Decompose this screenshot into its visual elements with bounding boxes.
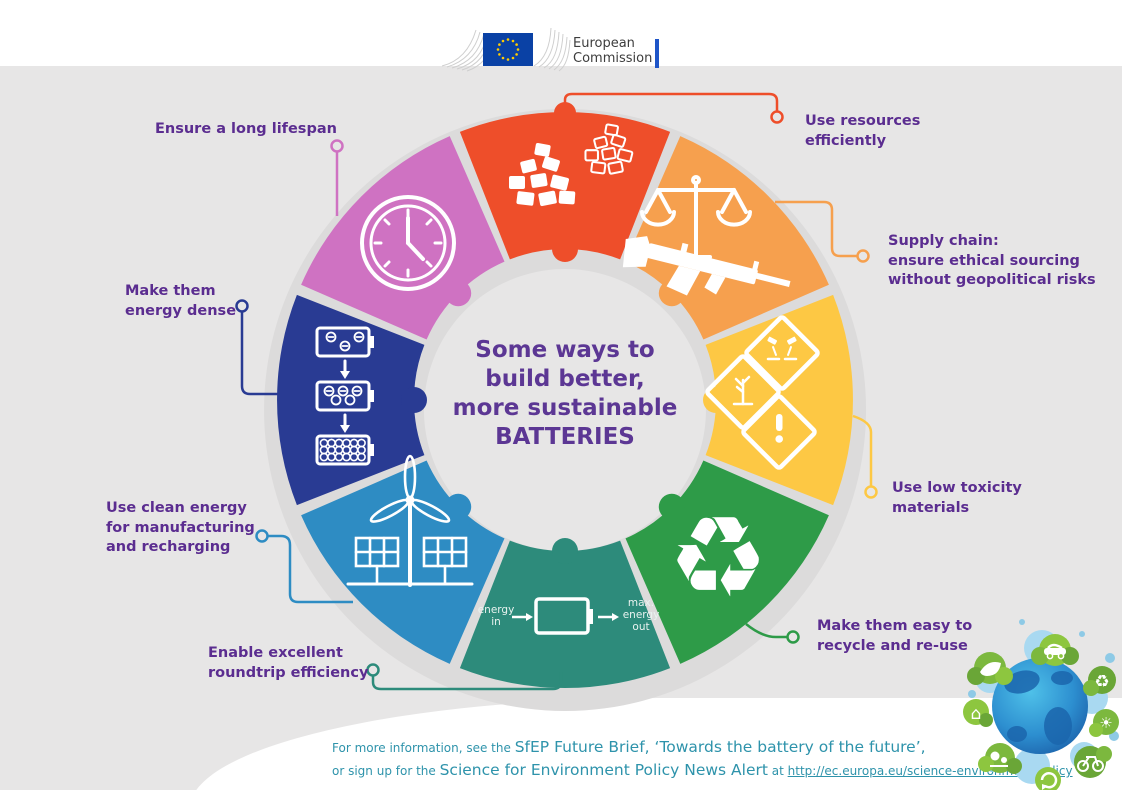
solar-panels xyxy=(354,536,468,585)
title-line: more sustainable xyxy=(452,395,678,421)
label-energy-dense: Make them energy dense xyxy=(125,283,237,319)
svg-text:in: in xyxy=(491,616,501,628)
european-commission-logo xyxy=(441,27,571,72)
label-long-lifespan: Ensure a long lifespan xyxy=(155,121,337,137)
recycle-icon: ♻ xyxy=(668,493,768,623)
puzzle-tab xyxy=(552,538,578,564)
wildlife-icon xyxy=(978,743,1022,774)
footer-text: or sign up for the xyxy=(332,764,440,778)
scales-and-rifle-icon xyxy=(622,175,791,296)
renewal-cycle-icon xyxy=(1035,767,1061,790)
footer-news-alert: Science for Environment Policy News Aler… xyxy=(439,761,768,779)
european-commission-wordmark: European Commission xyxy=(573,36,653,66)
title-line-batteries: BATTERIES xyxy=(495,424,635,450)
logo-swoosh-lines xyxy=(441,27,571,72)
puzzle-tab xyxy=(552,236,578,262)
eu-flag-stars xyxy=(496,38,520,61)
leaf-icon xyxy=(967,652,1013,685)
battery-energy-flow-icon: energy in max. energy out xyxy=(478,597,660,635)
svg-text:⌂: ⌂ xyxy=(971,704,982,724)
header-band: European Commission xyxy=(0,0,1122,72)
puzzle-tab xyxy=(401,387,427,413)
svg-text:energy: energy xyxy=(478,604,515,616)
connector-use-resources xyxy=(563,92,784,124)
eco-bubbles: ♻ ☀ ⌂ xyxy=(963,634,1119,790)
footer-text: For more information, see the xyxy=(332,741,515,755)
corrosive-symbol xyxy=(766,336,798,361)
hazard-pictograms-icon xyxy=(705,315,820,470)
battery-density-icon xyxy=(315,326,374,466)
title-line: build better, xyxy=(485,366,645,392)
connector-low-toxicity xyxy=(852,414,878,499)
sun-energy-icon: ☀ xyxy=(1089,709,1119,737)
footer-text: at xyxy=(767,764,788,778)
electric-car-icon xyxy=(1031,634,1079,666)
label-use-resources: Use resources efficiently xyxy=(805,113,921,149)
exclamation-symbol xyxy=(775,414,783,443)
wind-solar-icon xyxy=(346,454,474,587)
connector-roundtrip xyxy=(366,663,563,691)
science-environment-policy-globe: ♻ ☀ ⌂ xyxy=(963,619,1119,790)
label-recycle: Make them easy to recycle and re-use xyxy=(817,618,973,654)
mineral-piles-icon xyxy=(509,123,634,207)
svg-text:max.: max. xyxy=(628,597,654,609)
puzzle-tab xyxy=(445,280,472,307)
svg-text:energy: energy xyxy=(623,609,660,621)
svg-text:☀: ☀ xyxy=(1099,714,1112,732)
center-title: Some ways to build better, more sustaina… xyxy=(440,336,690,452)
rifle-silhouette xyxy=(622,236,791,296)
globe-continents xyxy=(1004,670,1073,745)
footer-brief-title: SfEP Future Brief, ‘Towards the battery … xyxy=(514,738,926,756)
recycle-bubble-icon: ♻ xyxy=(1083,666,1116,696)
label-roundtrip: Enable excellent roundtrip efficiency xyxy=(208,645,369,681)
puzzle-tab xyxy=(445,493,472,520)
title-line: Some ways to xyxy=(475,337,655,363)
label-low-toxicity: Use low toxicity materials xyxy=(892,480,1022,516)
svg-text:out: out xyxy=(632,621,649,633)
label-clean-energy: Use clean energy for manufacturing and r… xyxy=(106,500,255,555)
environment-hazard-symbol xyxy=(732,375,754,406)
svg-text:♻: ♻ xyxy=(1094,672,1109,692)
label-supply-chain: Supply chain: ensure ethical sourcing wi… xyxy=(888,233,1096,288)
connector-supply-chain xyxy=(775,200,870,263)
segment-roundtrip-efficiency xyxy=(459,540,671,688)
clock-icon xyxy=(360,195,456,291)
ec-blue-bar xyxy=(655,39,659,68)
connector-long-lifespan xyxy=(330,139,344,216)
eco-house-icon: ⌂ xyxy=(963,699,993,727)
connector-energy-dense xyxy=(235,299,278,396)
bicycle-icon xyxy=(1074,746,1112,778)
footer-note: For more information, see the SfEP Futur… xyxy=(332,736,1073,782)
puzzle-tab xyxy=(554,102,576,124)
connector-recycle xyxy=(745,623,800,644)
segment-energy-dense xyxy=(277,294,425,506)
svg-text:♻: ♻ xyxy=(668,493,768,623)
puzzle-tab xyxy=(658,493,685,520)
connector-clean-energy xyxy=(255,529,353,604)
